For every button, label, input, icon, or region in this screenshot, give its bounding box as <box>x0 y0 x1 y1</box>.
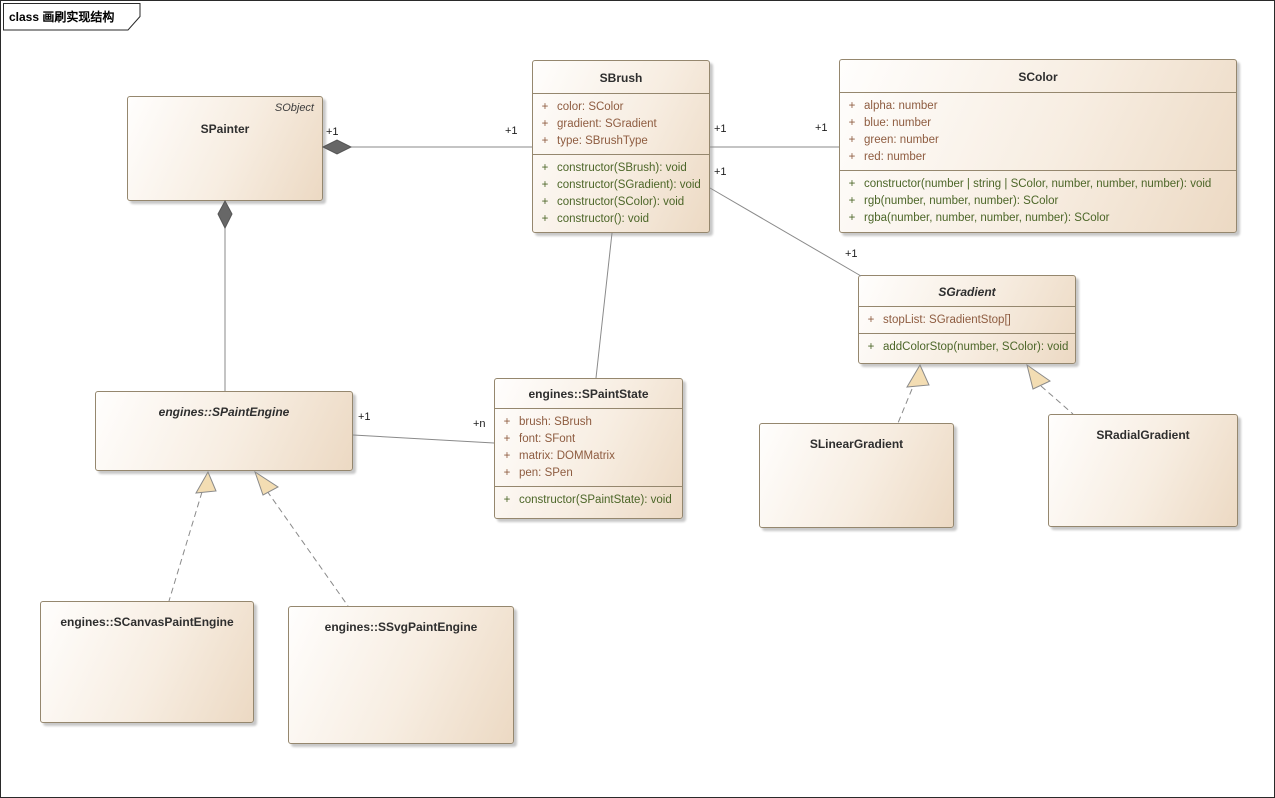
class-name: SLinearGradient <box>809 437 904 451</box>
visibility-marker: + <box>541 101 549 113</box>
class-slineargradient[interactable]: SLinearGradient <box>759 423 954 528</box>
class-spainter[interactable]: SObject SPainter <box>127 96 323 201</box>
visibility-marker: + <box>541 196 549 208</box>
class-spaintengine[interactable]: engines::SPaintEngine <box>95 391 353 471</box>
association-connector-sbrush-spaintstate[interactable] <box>595 232 613 379</box>
class-sgradient[interactable]: SGradient +stopList: SGradientStop[] +ad… <box>858 275 1076 364</box>
attribute-row: +alpha: number <box>840 98 1236 115</box>
method-row: +constructor(SBrush): void <box>533 160 709 177</box>
method-row: +constructor(): void <box>533 211 709 228</box>
composition-diamond-icon <box>217 199 233 230</box>
realization-connector-sradialgradient-sgradient[interactable] <box>1040 385 1074 415</box>
visibility-marker: + <box>541 213 549 225</box>
realization-arrowhead-icon <box>906 363 930 388</box>
visibility-marker: + <box>848 195 856 207</box>
visibility-marker: + <box>541 118 549 130</box>
class-name: engines::SPaintState <box>528 387 649 401</box>
visibility-marker: + <box>503 416 511 428</box>
visibility-marker: + <box>541 179 549 191</box>
class-name: SBrush <box>599 71 643 85</box>
realization-arrowhead-icon <box>254 470 279 496</box>
attributes-compartment: +brush: SBrush +font: SFont +matrix: DOM… <box>495 408 682 486</box>
visibility-marker: + <box>848 100 856 112</box>
class-name: SPainter <box>200 122 250 136</box>
class-spaintstate[interactable]: engines::SPaintState +brush: SBrush +fon… <box>494 378 683 519</box>
visibility-marker: + <box>541 162 549 174</box>
visibility-marker: + <box>867 314 875 326</box>
methods-compartment: +constructor(number | string | SColor, n… <box>840 170 1236 231</box>
method-row: +constructor(SPaintState): void <box>495 492 682 509</box>
realization-arrowhead-icon <box>195 470 217 494</box>
visibility-marker: + <box>503 494 511 506</box>
realization-connector-scanvaspaintengine-spaintengine[interactable] <box>168 491 203 602</box>
multiplicity-label: +1 <box>815 122 828 134</box>
attribute-row: +pen: SPen <box>495 465 682 482</box>
class-sradialgradient[interactable]: SRadialGradient <box>1048 414 1238 527</box>
visibility-marker: + <box>848 117 856 129</box>
method-row: +constructor(SGradient): void <box>533 177 709 194</box>
attributes-compartment: +stopList: SGradientStop[] <box>859 306 1075 333</box>
method-row: +rgb(number, number, number): SColor <box>840 193 1236 210</box>
visibility-marker: + <box>848 151 856 163</box>
class-scolor[interactable]: SColor +alpha: number +blue: number +gre… <box>839 59 1237 233</box>
method-row: +addColorStop(number, SColor): void <box>859 339 1075 356</box>
class-name: SRadialGradient <box>1096 428 1190 442</box>
diagram-title: class 画刷实现结构 <box>9 10 115 24</box>
association-connector-spaintengine-spaintstate[interactable] <box>352 434 495 444</box>
attribute-row: +gradient: SGradient <box>533 116 709 133</box>
class-ssvgpaintengine[interactable]: engines::SSvgPaintEngine <box>288 606 514 744</box>
stereotype-label: SObject <box>274 102 314 114</box>
composition-diamond-icon <box>321 139 353 155</box>
visibility-marker: + <box>503 450 511 462</box>
attributes-compartment: +color: SColor +gradient: SGradient +typ… <box>533 93 709 154</box>
visibility-marker: + <box>503 467 511 479</box>
method-row: +rgba(number, number, number, number): S… <box>840 210 1236 227</box>
multiplicity-label: +1 <box>326 126 339 138</box>
visibility-marker: + <box>541 135 549 147</box>
visibility-marker: + <box>848 212 856 224</box>
class-name: engines::SSvgPaintEngine <box>324 620 478 634</box>
visibility-marker: + <box>848 178 856 190</box>
attribute-row: +matrix: DOMMatrix <box>495 448 682 465</box>
class-scanvaspaintengine[interactable]: engines::SCanvasPaintEngine <box>40 601 254 723</box>
realization-connector-slineargradient-sgradient[interactable] <box>897 388 913 424</box>
attribute-row: +font: SFont <box>495 431 682 448</box>
attribute-row: +green: number <box>840 132 1236 149</box>
class-name: engines::SCanvasPaintEngine <box>60 615 234 629</box>
multiplicity-label: +1 <box>358 411 371 423</box>
realization-connector-ssvgpaintengine-spaintengine[interactable] <box>266 490 349 607</box>
realization-arrowhead-icon <box>1026 363 1051 390</box>
multiplicity-label: +n <box>473 418 486 430</box>
attributes-compartment: +alpha: number +blue: number +green: num… <box>840 92 1236 170</box>
attribute-row: +red: number <box>840 149 1236 166</box>
multiplicity-label: +1 <box>845 248 858 260</box>
attribute-row: +stopList: SGradientStop[] <box>859 312 1075 329</box>
multiplicity-label: +1 <box>714 166 727 178</box>
class-name: SColor <box>1018 70 1058 84</box>
class-sbrush[interactable]: SBrush +color: SColor +gradient: SGradie… <box>532 60 710 233</box>
class-name: SGradient <box>938 285 996 299</box>
methods-compartment: +constructor(SBrush): void +constructor(… <box>533 154 709 232</box>
attribute-row: +brush: SBrush <box>495 414 682 431</box>
visibility-marker: + <box>867 341 875 353</box>
visibility-marker: + <box>503 433 511 445</box>
visibility-marker: + <box>848 134 856 146</box>
methods-compartment: +addColorStop(number, SColor): void <box>859 333 1075 360</box>
method-row: +constructor(number | string | SColor, n… <box>840 176 1236 193</box>
attribute-row: +color: SColor <box>533 99 709 116</box>
methods-compartment: +constructor(SPaintState): void <box>495 486 682 513</box>
class-name: engines::SPaintEngine <box>158 405 290 419</box>
multiplicity-label: +1 <box>714 123 727 135</box>
attribute-row: +type: SBrushType <box>533 133 709 150</box>
multiplicity-label: +1 <box>505 125 518 137</box>
method-row: +constructor(SColor): void <box>533 194 709 211</box>
attribute-row: +blue: number <box>840 115 1236 132</box>
